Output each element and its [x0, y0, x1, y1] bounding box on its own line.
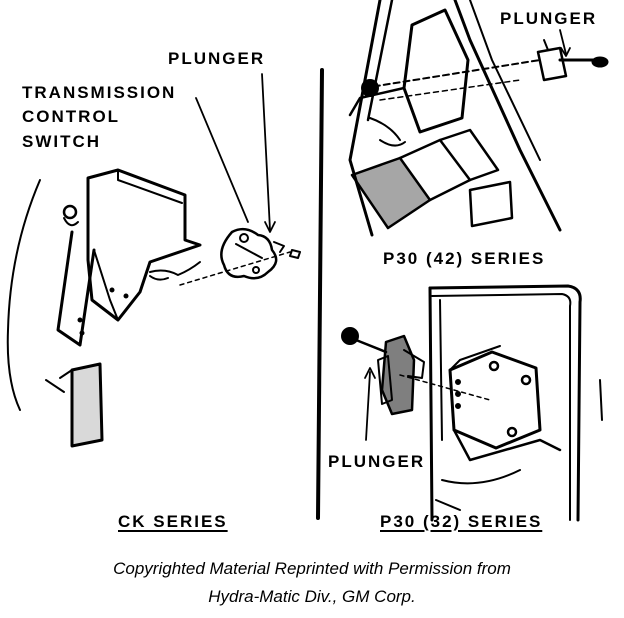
ck-bracket-illustration	[6, 73, 301, 448]
panel-divider	[316, 68, 324, 520]
plunger-label-top-right: PLUNGER	[500, 9, 598, 28]
copyright-credit-line1: Copyrighted Material Reprinted with Perm…	[113, 559, 511, 578]
plunger-label-bottom-right: PLUNGER	[328, 452, 426, 471]
transmission-control-switch-label-line3: SWITCH	[22, 132, 102, 151]
series-label-ck: CK SERIES	[118, 512, 228, 531]
p30-42-illustration	[348, 0, 609, 237]
plunger-label-left: PLUNGER	[168, 49, 266, 68]
p30-32-illustration	[341, 284, 603, 522]
transmission-control-switch-label-line2: CONTROL	[22, 107, 121, 126]
copyright-credit-line2: Hydra-Matic Div., GM Corp.	[208, 587, 416, 606]
series-label-p30-32: P30 (32) SERIES	[380, 512, 543, 531]
transmission-control-switch-label-line1: TRANSMISSION	[22, 83, 177, 102]
series-label-p30-42: P30 (42) SERIES	[383, 249, 546, 268]
